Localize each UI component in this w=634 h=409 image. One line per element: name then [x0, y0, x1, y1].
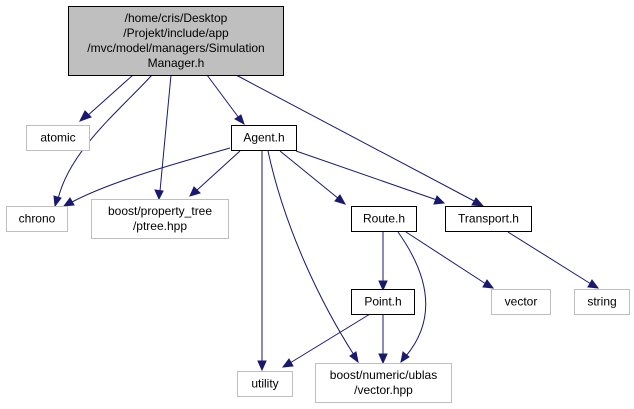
node-label-line: Agent.h	[243, 131, 284, 145]
edge-agent-to-route	[279, 150, 347, 205]
node-atomic: atomic	[26, 125, 90, 151]
node-label-line: /mvc/model/managers/Simulation	[87, 41, 264, 55]
node-box	[237, 371, 293, 397]
node-utility: utility	[237, 371, 293, 397]
node-label-line: chrono	[19, 212, 56, 226]
node-label-line: Route.h	[363, 212, 405, 226]
node-agent-h[interactable]: Agent.h	[231, 125, 297, 151]
node-box	[445, 206, 532, 232]
edge-point-to-ublas	[378, 314, 388, 365]
edge-route-to-ublas	[397, 231, 427, 364]
edge-agent-to-transport	[295, 150, 446, 205]
node-label-line: boost/numeric/ublas	[330, 368, 437, 382]
node-box	[231, 125, 297, 151]
node-label-line: /home/cris/Desktop	[125, 11, 228, 25]
edge-simulation-manager-to-chrono	[53, 74, 153, 208]
node-label-line: atomic	[40, 131, 75, 145]
node-label-line: string	[587, 295, 616, 309]
node-box	[68, 6, 284, 76]
node-boost-ublas-vector: boost/numeric/ublas/vector.hpp	[315, 363, 452, 403]
node-simulation-manager[interactable]: /home/cris/Desktop/Projekt/include/app/m…	[68, 6, 284, 76]
edge-route-to-vector	[405, 231, 495, 289]
edge-point-to-utility	[281, 313, 371, 368]
node-label-line: utility	[251, 377, 278, 391]
node-vector: vector	[491, 289, 551, 315]
edge-transport-to-string	[507, 231, 600, 289]
node-string: string	[574, 289, 630, 315]
node-box	[351, 206, 417, 232]
edge-simulation-manager-to-ptree	[154, 74, 172, 201]
edges-layer	[53, 74, 600, 372]
node-box	[315, 363, 452, 403]
node-box	[6, 206, 68, 232]
node-box	[351, 289, 415, 315]
node-label-line: vector	[505, 295, 538, 309]
edge-agent-to-ptree	[189, 150, 241, 197]
node-box	[91, 199, 229, 239]
node-label-line: Point.h	[364, 295, 401, 309]
node-label-line: /ptree.hpp	[133, 219, 187, 233]
edge-agent-to-utility	[257, 151, 267, 372]
node-box	[491, 289, 551, 315]
node-boost-ptree: boost/property_tree/ptree.hpp	[91, 199, 229, 239]
node-label-line: Manager.h	[148, 56, 205, 70]
node-route-h[interactable]: Route.h	[351, 206, 417, 232]
edge-simulation-manager-to-atomic	[78, 74, 134, 122]
edge-agent-to-chrono	[62, 147, 231, 207]
edge-simulation-manager-to-transport	[235, 74, 485, 207]
edge-route-to-point	[378, 232, 388, 292]
node-box	[574, 289, 630, 315]
node-chrono: chrono	[6, 206, 68, 232]
node-box	[26, 125, 90, 151]
edge-simulation-manager-to-agent	[206, 74, 245, 126]
edge-agent-to-ublas	[267, 150, 359, 364]
node-label-line: Transport.h	[458, 212, 519, 226]
node-transport-h[interactable]: Transport.h	[445, 206, 532, 232]
node-label-line: /Projekt/include/app	[123, 26, 229, 40]
nodes-layer: /home/cris/Desktop/Projekt/include/app/m…	[6, 6, 630, 403]
node-label-line: boost/property_tree	[108, 204, 212, 218]
node-point-h[interactable]: Point.h	[351, 289, 415, 315]
node-label-line: /vector.hpp	[354, 383, 413, 397]
